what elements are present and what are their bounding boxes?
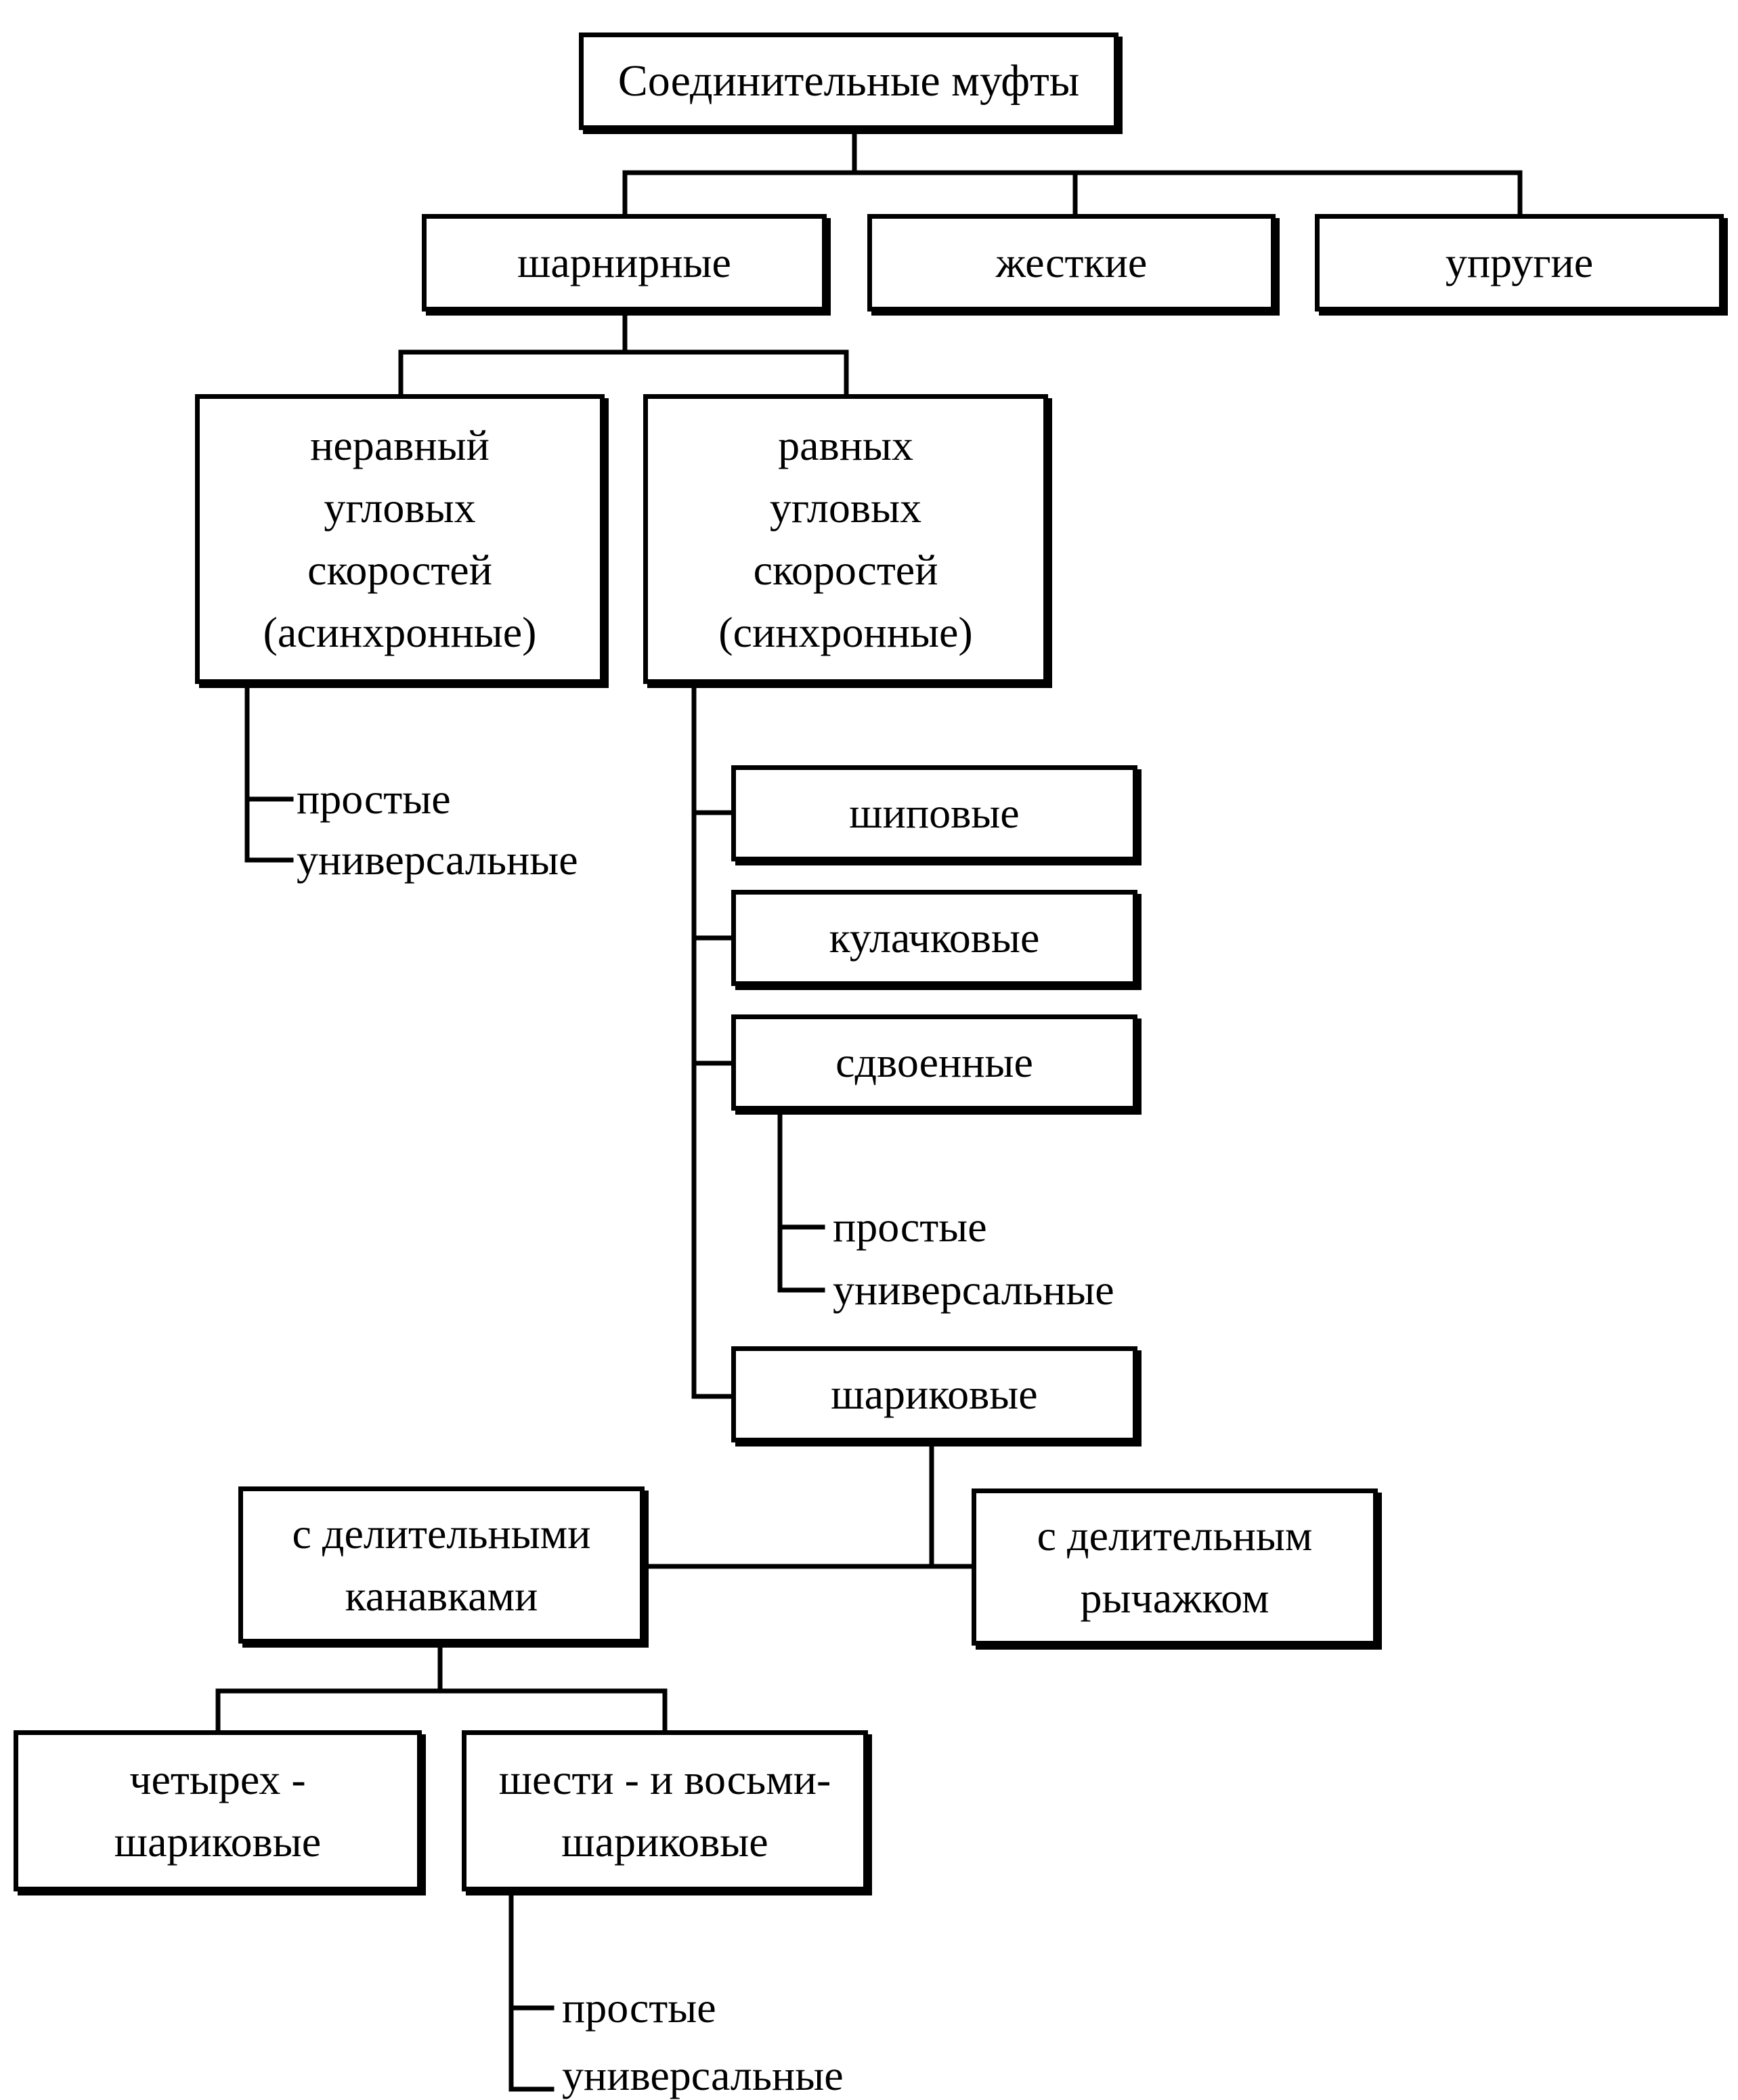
ball-node: шариковые: [731, 1346, 1137, 1442]
asynchronous-node: неравный угловых скоростей (асинхронные): [195, 394, 605, 684]
async-universal-label: универсальные: [297, 836, 578, 884]
elastic-node: упругие: [1315, 214, 1724, 312]
pin-node: шиповые: [731, 765, 1137, 861]
four-ball-node: четырех - шариковые: [14, 1730, 422, 1891]
rigid-node: жесткие: [867, 214, 1276, 312]
grooves-node: с делительными канавками: [238, 1486, 645, 1644]
double-simple-label: простые: [833, 1203, 987, 1251]
cam-node: кулачковые: [731, 890, 1137, 986]
six-eight-universal-label: универсальные: [562, 2051, 844, 2099]
double-universal-label: универсальные: [833, 1266, 1114, 1314]
double-node: сдвоенные: [731, 1014, 1137, 1111]
six-eight-ball-node: шести - и восьми- шариковые: [462, 1730, 868, 1891]
hinged-node: шарнирные: [422, 214, 827, 312]
lever-node: с делительным рычажком: [972, 1488, 1378, 1646]
async-simple-label: простые: [297, 775, 451, 823]
root-node: Соединительные муфты: [579, 33, 1118, 130]
six-eight-simple-label: простые: [562, 1984, 716, 2032]
synchronous-node: равных угловых скоростей (синхронные): [643, 394, 1048, 684]
